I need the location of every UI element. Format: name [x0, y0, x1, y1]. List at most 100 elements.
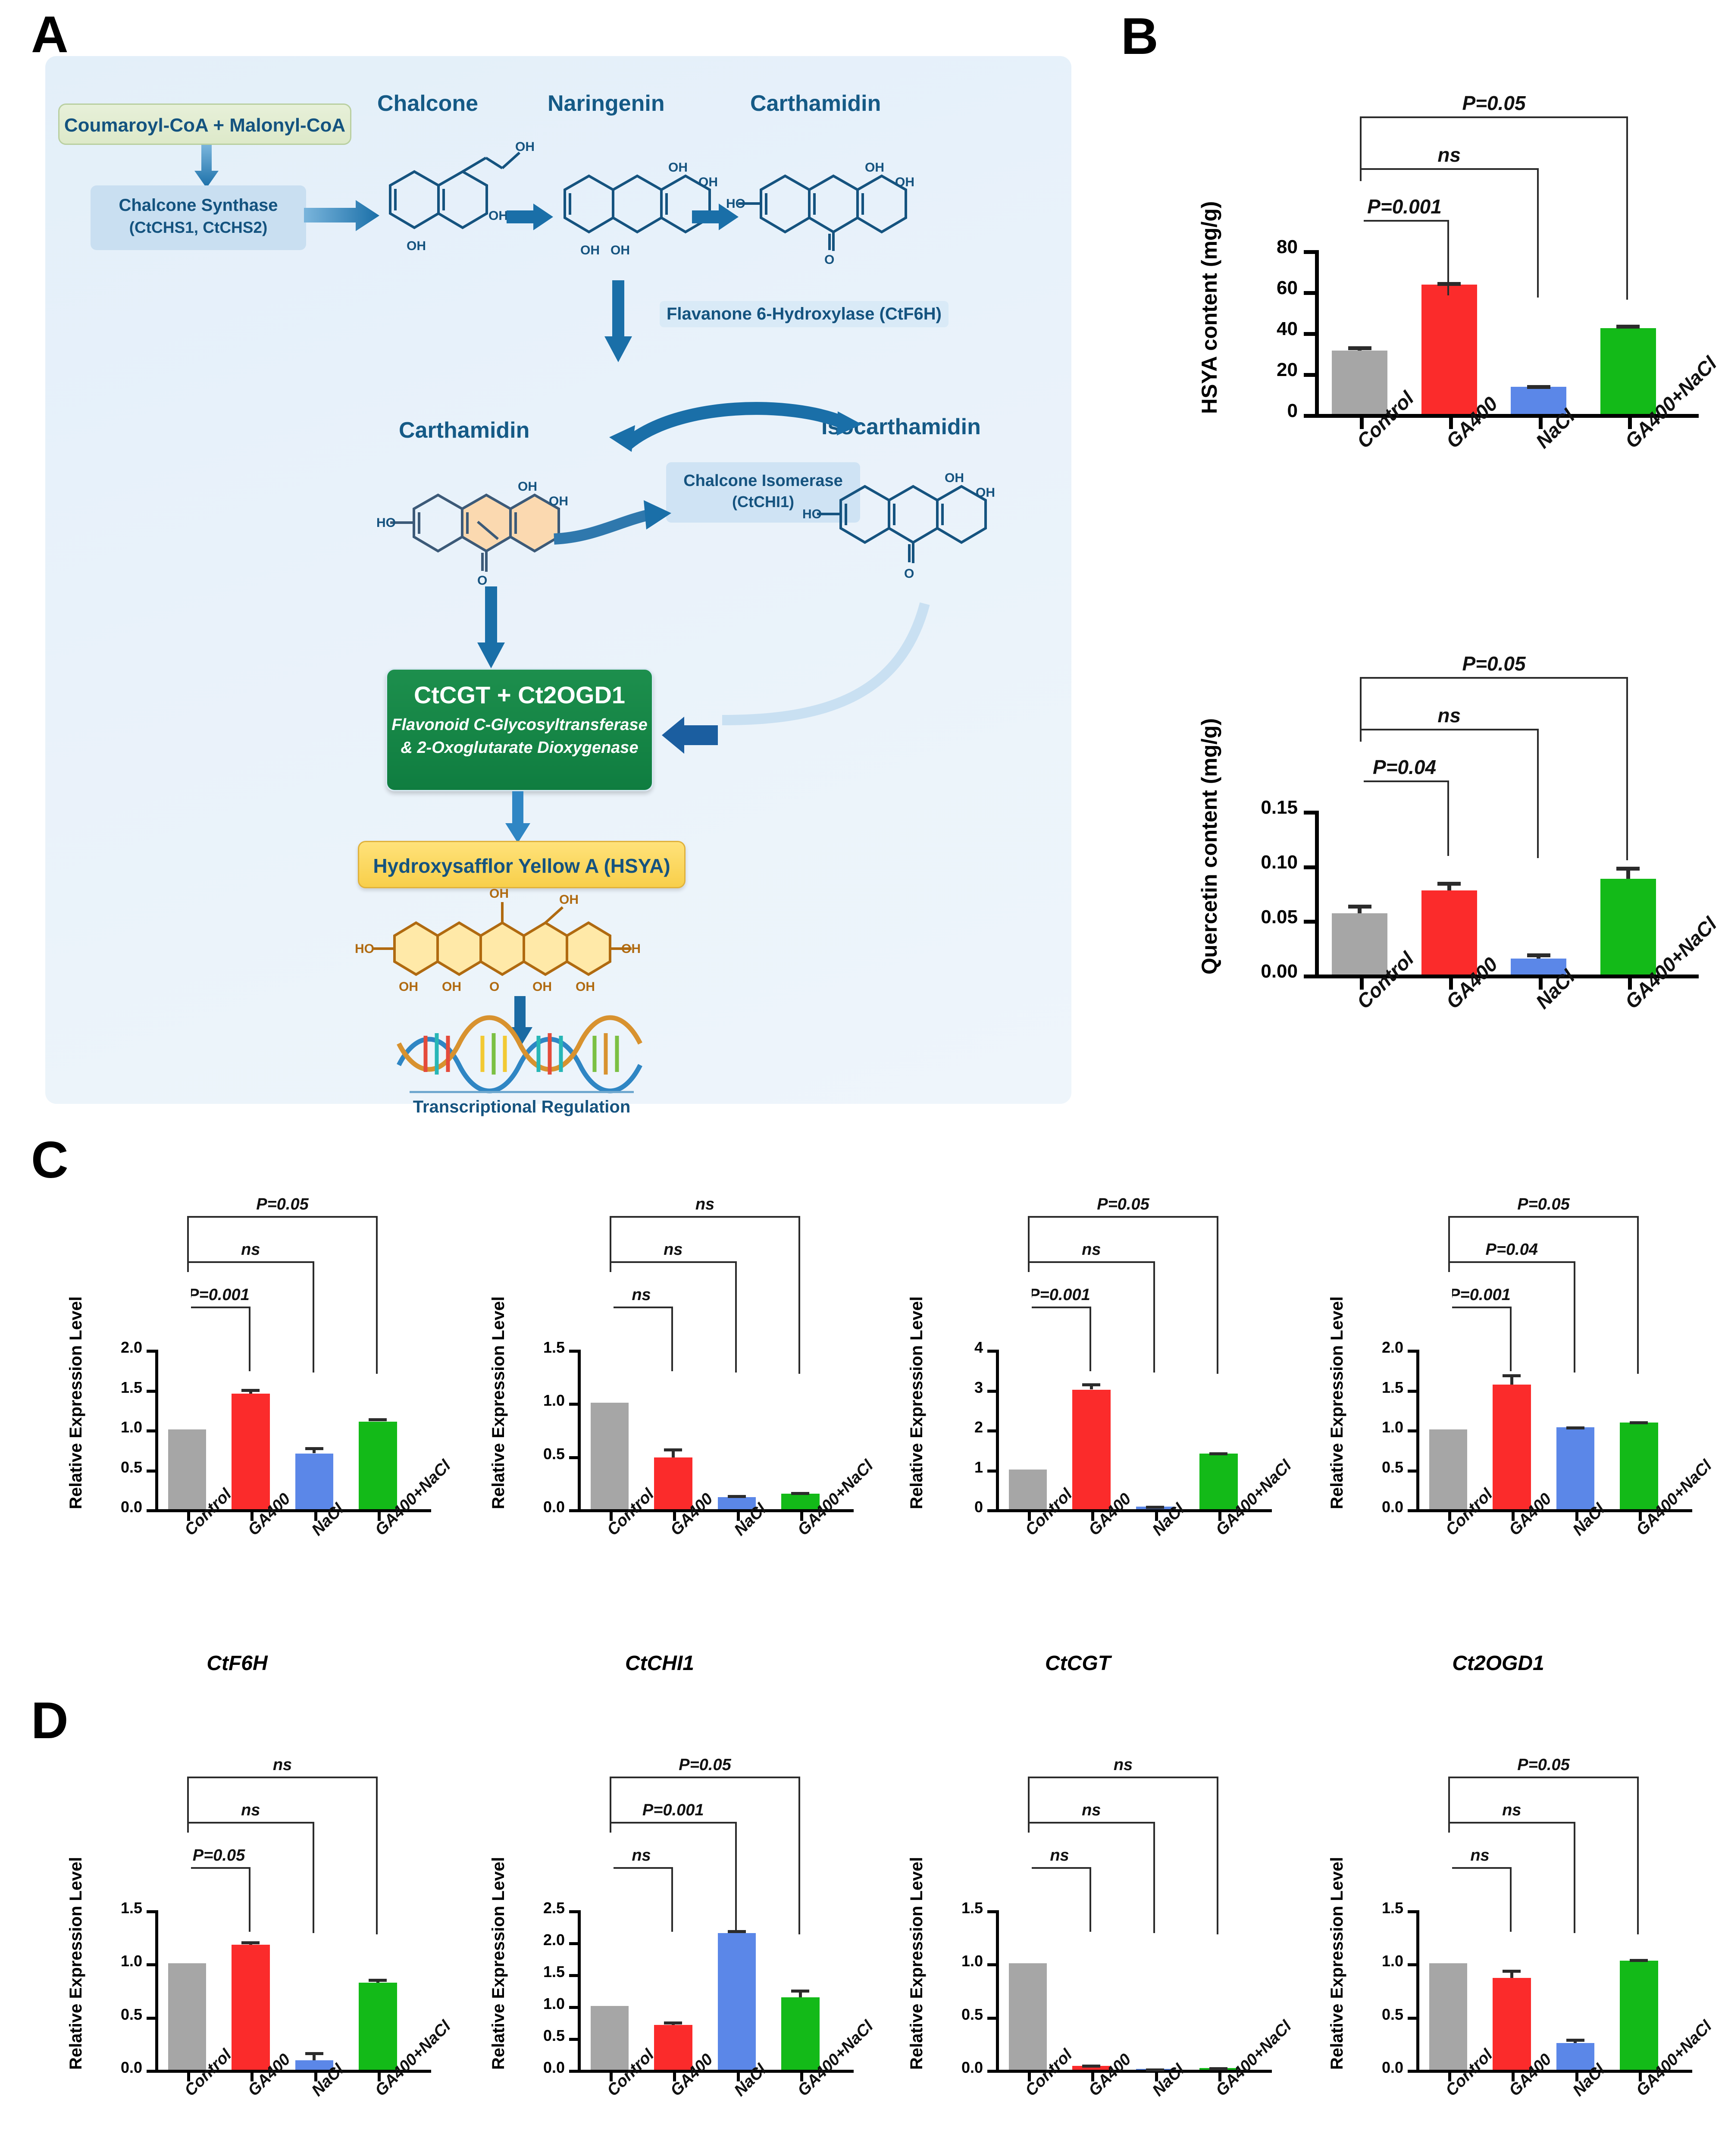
panel-label-a: A [31, 6, 69, 63]
y-axis-tick [569, 1910, 578, 1913]
x-axis-line [996, 2070, 1272, 2073]
bar [1493, 1385, 1531, 1509]
y-axis-tick-label: 4 [974, 1338, 983, 1357]
chart-title: CtCGT [1045, 1652, 1111, 1675]
significance-bracket [1359, 116, 1628, 300]
y-axis-tick-label: 0.0 [1381, 2059, 1403, 2077]
x-axis-line [578, 2070, 854, 2073]
cgt-line2: & 2-Oxoglutarate Dioxygenase [401, 739, 639, 757]
significance-bracket [609, 1216, 801, 1374]
y-axis-tick-label: 1.5 [543, 1338, 565, 1357]
bar [359, 1421, 397, 1509]
error-bar-cap [1082, 1383, 1101, 1386]
error-bar-cap [1527, 385, 1550, 389]
y-axis-tick [1304, 250, 1315, 254]
x-axis-tick [1218, 1512, 1222, 1521]
x-axis-tick [1027, 2073, 1031, 2081]
bar [1332, 350, 1388, 414]
significance-label: ns [241, 1801, 260, 1819]
y-axis-tick-label: 1.5 [120, 1378, 142, 1396]
svg-text:O: O [489, 980, 499, 994]
x-axis-tick [1512, 1512, 1515, 1521]
y-axis-tick-label: 2.0 [543, 1931, 565, 1949]
significance-label: ns [272, 1756, 292, 1774]
x-axis-tick [609, 2073, 613, 2081]
y-axis-tick [1408, 1429, 1416, 1432]
y-axis-tick [147, 1350, 155, 1353]
y-axis-line [1416, 1910, 1419, 2070]
svg-text:OH: OH [549, 494, 568, 508]
error-bar-cap [727, 1930, 746, 1933]
bracket-left-leg-mask [185, 1272, 191, 1377]
y-axis-line [1416, 1350, 1419, 1509]
bar [1421, 890, 1477, 975]
significance-label: ns [1113, 1756, 1133, 1774]
error-bar-cap [664, 2021, 682, 2024]
significance-label: ns [1082, 1801, 1101, 1819]
significance-label: P=0.05 [1462, 92, 1526, 114]
bracket-left-leg-mask [1358, 181, 1364, 303]
x-axis-tick [673, 1512, 676, 1521]
arrow-carthamidin-to-cgt [477, 586, 505, 668]
y-axis-tick-label: 0.00 [1261, 961, 1298, 982]
cgt-2ogd1-box: CtCGT + Ct2OGD1 Flavonoid C-Glycosyltran… [386, 668, 653, 791]
x-axis-tick [378, 1512, 381, 1521]
y-axis-tick [147, 2070, 155, 2073]
y-axis-tick-label: 0.0 [120, 1498, 142, 1516]
svg-text:OH: OH [668, 160, 688, 175]
significance-label: ns [632, 1846, 651, 1865]
panel-label-b: B [1121, 7, 1158, 65]
x-axis-tick [250, 1512, 254, 1521]
bar [1429, 1963, 1467, 2070]
bar [1008, 1963, 1047, 2070]
bar [717, 1497, 756, 1509]
error-bar-cap [1503, 1970, 1521, 1973]
bar [232, 1945, 270, 2070]
error-bar-cap [1616, 867, 1640, 871]
y-axis-tick [1304, 865, 1315, 869]
x-axis-tick [1538, 418, 1543, 429]
y-axis-tick-label: 0.10 [1261, 851, 1298, 873]
y-axis-line [578, 1350, 581, 1509]
y-axis-tick [147, 1910, 155, 1913]
svg-text:HO: HO [376, 516, 396, 530]
svg-text:OH: OH [407, 239, 426, 253]
error-bar [1358, 904, 1362, 914]
significance-annotation: P=0.05 [888, 1164, 1268, 1682]
x-axis-tick [1155, 1512, 1158, 1521]
transcriptional-regulation-label: Transcriptional Regulation [413, 1097, 631, 1116]
error-bar-cap [1209, 1452, 1228, 1455]
x-axis-tick [1449, 418, 1453, 429]
svg-text:OH: OH [610, 243, 630, 257]
error-bar-cap [1146, 1505, 1164, 1509]
transcriptional-regulation-group: Transcriptional Regulation [410, 1091, 634, 1117]
error-bar [1626, 867, 1630, 879]
hsya-box: Hydroxysafflor Yellow A (HSYA) [358, 841, 686, 888]
chalcone-synthase-label: Chalcone Synthase [119, 196, 278, 215]
significance-annotation: P=0.001 [1173, 52, 1699, 595]
y-axis-tick [147, 1509, 155, 1512]
svg-text:OH: OH [532, 980, 552, 994]
error-bar [1089, 1383, 1093, 1390]
svg-text:OH: OH [621, 942, 641, 956]
significance-label: ns [695, 1195, 715, 1213]
y-axis-tick [569, 1509, 578, 1512]
svg-text:HO: HO [726, 197, 745, 211]
y-axis-tick [987, 2070, 996, 2073]
y-axis-tick-label: 0.05 [1261, 906, 1298, 928]
svg-text:O: O [824, 253, 834, 267]
y-axis-tick [569, 1456, 578, 1459]
y-axis-tick [147, 1389, 155, 1393]
x-axis-line [155, 2070, 431, 2073]
chemical-structure-naringenin: OH OH OH OH [564, 160, 718, 257]
error-bar-cap [664, 1448, 682, 1452]
error-bar-cap [305, 1447, 323, 1450]
y-axis-line [578, 1910, 581, 2070]
significance-annotation: ns [470, 1164, 849, 1682]
bar [1511, 959, 1567, 975]
y-axis-tick [1304, 332, 1315, 336]
